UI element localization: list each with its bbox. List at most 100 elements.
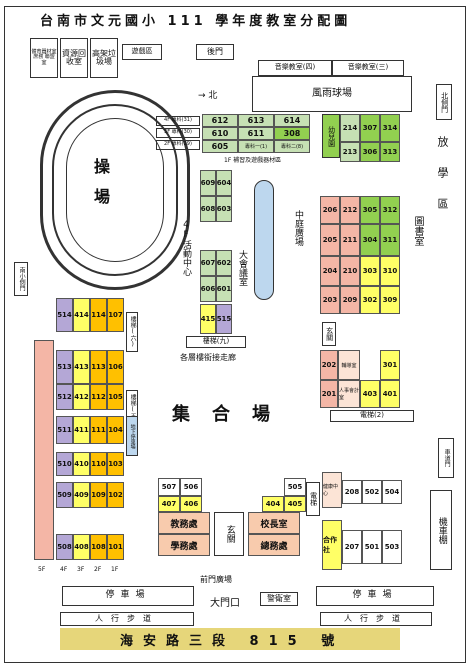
room-409[interactable]: 409 (73, 482, 90, 508)
personnel-office[interactable]: 人事會計室 (338, 380, 360, 408)
room-404[interactable]: 404 (262, 496, 284, 512)
room-607[interactable]: 607 (200, 250, 216, 276)
south-side-gate[interactable]: 南小側門 (14, 262, 28, 296)
room-310[interactable]: 310 (380, 256, 400, 286)
student-affairs[interactable]: 學務處 (158, 534, 210, 556)
room-512[interactable]: 512 (56, 384, 73, 410)
room-201[interactable]: 201 (320, 380, 338, 408)
kindergarten[interactable]: 幼兒園 (322, 114, 340, 158)
room-209[interactable]: 209 (340, 286, 360, 314)
room-414[interactable]: 414 (73, 298, 90, 332)
room-610[interactable]: 610 (202, 127, 238, 140)
guard-room[interactable]: 警衛室 (260, 592, 298, 606)
room-111[interactable]: 111 (90, 416, 107, 444)
room-506[interactable]: 506 (180, 478, 202, 496)
room-114[interactable]: 114 (90, 298, 107, 332)
room-606[interactable]: 606 (200, 276, 216, 302)
room-406[interactable]: 406 (180, 496, 202, 512)
room-309[interactable]: 309 (380, 286, 400, 314)
room-303[interactable]: 303 (360, 256, 380, 286)
room-611[interactable]: 611 (238, 127, 274, 140)
general-affairs[interactable]: 總務處 (248, 534, 300, 556)
room-401[interactable]: 401 (380, 380, 400, 408)
room-411[interactable]: 411 (73, 416, 90, 444)
room-507[interactable]: 507 (158, 478, 180, 496)
room-210[interactable]: 210 (340, 256, 360, 286)
room-311[interactable]: 311 (380, 224, 400, 256)
room-304[interactable]: 304 (360, 224, 380, 256)
room-102[interactable]: 102 (107, 482, 124, 508)
room-301[interactable]: 301 (380, 350, 400, 380)
room-614[interactable]: 614 (274, 114, 310, 127)
room-307[interactable]: 307 (360, 114, 380, 142)
room-501[interactable]: 501 (362, 530, 382, 564)
room-107[interactable]: 107 (107, 298, 124, 332)
room-312[interactable]: 312 (380, 196, 400, 224)
room-509[interactable]: 509 (56, 482, 73, 508)
room-212[interactable]: 212 (340, 196, 360, 224)
room-604[interactable]: 604 (216, 170, 232, 196)
room-514[interactable]: 514 (56, 298, 73, 332)
room-112[interactable]: 112 (90, 384, 107, 410)
room-101[interactable]: 101 (107, 534, 124, 560)
room-612[interactable]: 612 (202, 114, 238, 127)
room-202[interactable]: 202 (320, 350, 338, 380)
room-511[interactable]: 511 (56, 416, 73, 444)
room-413[interactable]: 413 (73, 350, 90, 384)
subject-room-1[interactable]: 專科一(1) (238, 140, 274, 153)
room-214[interactable]: 214 (340, 114, 360, 142)
room-603[interactable]: 603 (216, 196, 232, 222)
room-203[interactable]: 203 (320, 286, 340, 314)
guidance-office[interactable]: 輔導室 (338, 350, 360, 380)
north-side-gate[interactable]: 北側門 (436, 84, 452, 120)
room-408[interactable]: 408 (73, 534, 90, 560)
room-110[interactable]: 110 (90, 452, 107, 476)
room-508[interactable]: 508 (56, 534, 73, 560)
room-407[interactable]: 407 (158, 496, 180, 512)
room-104[interactable]: 104 (107, 416, 124, 444)
room-515[interactable]: 515 (216, 304, 232, 334)
room-605[interactable]: 605 (202, 140, 238, 153)
room-306[interactable]: 306 (360, 142, 380, 162)
room-205[interactable]: 205 (320, 224, 340, 256)
room-505[interactable]: 505 (284, 478, 306, 496)
room-613[interactable]: 613 (238, 114, 274, 127)
room-405[interactable]: 405 (284, 496, 306, 512)
room-502[interactable]: 502 (362, 480, 382, 504)
room-410[interactable]: 410 (73, 452, 90, 476)
room-211[interactable]: 211 (340, 224, 360, 256)
room-314[interactable]: 314 (380, 114, 400, 142)
room-503[interactable]: 503 (382, 530, 402, 564)
principal-office[interactable]: 校長室 (248, 512, 300, 534)
room-106[interactable]: 106 (107, 350, 124, 384)
elevator-2[interactable]: 電梯(2) (330, 410, 414, 422)
room-602[interactable]: 602 (216, 250, 232, 276)
south-elevator[interactable]: 電梯 (306, 482, 320, 516)
room-510[interactable]: 510 (56, 452, 73, 476)
room-305[interactable]: 305 (360, 196, 380, 224)
room-504[interactable]: 504 (382, 480, 402, 504)
room-308[interactable]: 308 (274, 127, 310, 140)
east-driveway-gate[interactable]: 車道門 (438, 438, 454, 478)
room-601[interactable]: 601 (216, 276, 232, 302)
room-108[interactable]: 108 (90, 534, 107, 560)
room-208[interactable]: 208 (342, 480, 362, 504)
back-gate[interactable]: 後門 (196, 44, 234, 60)
room-105[interactable]: 105 (107, 384, 124, 410)
room-206[interactable]: 206 (320, 196, 340, 224)
room-103[interactable]: 103 (107, 452, 124, 476)
room-207[interactable]: 207 (342, 530, 362, 564)
room-109[interactable]: 109 (90, 482, 107, 508)
room-204[interactable]: 204 (320, 256, 340, 286)
health-center[interactable]: 健康中心 (322, 472, 342, 508)
room-213[interactable]: 213 (340, 142, 360, 162)
room-609[interactable]: 609 (200, 170, 216, 196)
subject-room-8[interactable]: 專科二(8) (274, 140, 310, 153)
academic-affairs[interactable]: 教務處 (158, 512, 210, 534)
room-412[interactable]: 412 (73, 384, 90, 410)
room-313[interactable]: 313 (380, 142, 400, 162)
room-113[interactable]: 113 (90, 350, 107, 384)
room-403[interactable]: 403 (360, 380, 380, 408)
room-513[interactable]: 513 (56, 350, 73, 384)
coop-store[interactable]: 合作社 (322, 520, 342, 570)
